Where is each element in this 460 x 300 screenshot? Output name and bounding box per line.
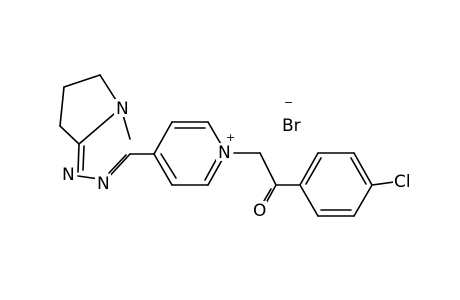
ketone-linker	[233, 152, 301, 207]
atom-n-ring-left: N	[62, 165, 75, 185]
atom-labels: N N N N + O Cl Br −	[60, 96, 419, 221]
bromide-negative-charge: −	[284, 96, 293, 109]
bromide-ion: Br	[282, 116, 301, 136]
atom-carbonyl-o: O	[253, 201, 266, 221]
atom-n-fused: N	[116, 99, 129, 119]
atom-chlorine: Cl	[394, 172, 411, 192]
chlorophenyl-ring	[299, 152, 395, 217]
pyridinium-positive-charge: +	[226, 131, 235, 144]
atom-n-pyridinium: N	[218, 143, 231, 163]
pyridinium-ring	[153, 121, 223, 186]
cyclopentane-ring	[59, 74, 122, 145]
atom-n-ring-right: N	[97, 174, 110, 194]
